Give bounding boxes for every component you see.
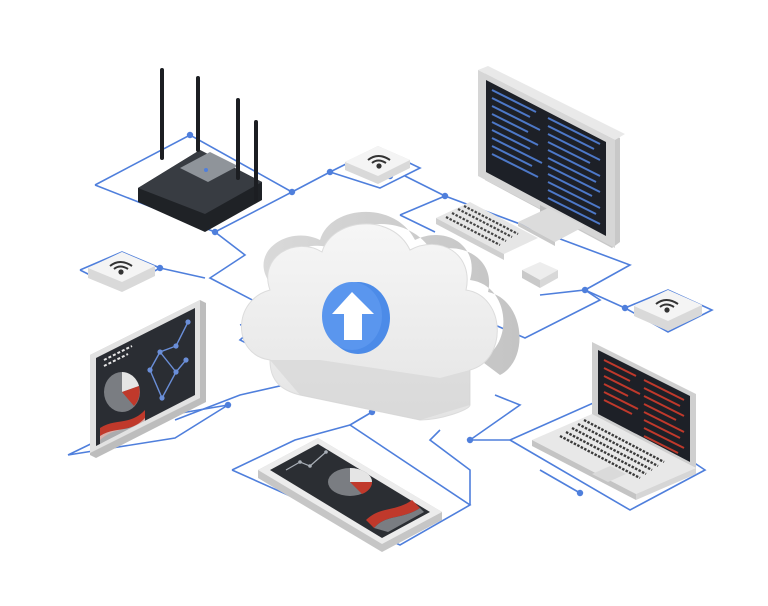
connector-laptop-bottom xyxy=(539,469,581,494)
router-led xyxy=(204,168,208,172)
tablet-pie-chart xyxy=(104,372,140,412)
connector-wifi-top-to-monitor xyxy=(404,175,446,197)
wifi-tile-top xyxy=(345,146,410,184)
monitor-code-lines xyxy=(491,89,601,225)
connector-dot xyxy=(441,192,449,200)
keyboard-keys xyxy=(445,205,519,246)
laptop-keyboard xyxy=(559,418,665,480)
smartphone-line-graph xyxy=(285,451,327,471)
router-antennas xyxy=(160,68,258,202)
connector-wifi-left-to-cloud xyxy=(159,267,206,279)
connector-cloud-right xyxy=(469,394,522,441)
connector-dot xyxy=(581,286,589,294)
smartphone-device xyxy=(258,438,442,552)
wifi-tile-right xyxy=(634,290,702,331)
wifi-icon xyxy=(367,155,391,169)
connector-dot xyxy=(224,401,232,409)
smartphone-area-chart xyxy=(366,500,420,528)
laptop-code-lines xyxy=(603,359,685,454)
wifi-icon xyxy=(109,261,133,275)
laptop-trackpad xyxy=(592,466,626,482)
wifi-icon xyxy=(655,299,679,313)
connector-phone-right xyxy=(428,429,471,505)
connector-dot xyxy=(576,489,584,497)
connector-router-to-cloud xyxy=(208,231,263,306)
connector-phone-to-cloud xyxy=(349,411,373,426)
connector-desktop-to-wifi xyxy=(584,289,626,309)
connector-router-to-wifi xyxy=(291,171,331,193)
connector-dot xyxy=(156,264,164,272)
tablet-menu-lines xyxy=(103,345,133,367)
cloud-bottom-face xyxy=(270,360,470,420)
wifi-tile-left xyxy=(88,252,155,292)
tablet-graph-nodes xyxy=(147,319,191,401)
router-top-panel xyxy=(180,152,238,182)
router-device xyxy=(138,68,262,232)
connector-dot xyxy=(621,304,629,312)
cloud-upload-icon xyxy=(332,292,374,340)
connector-dot xyxy=(326,168,334,176)
laptop-device xyxy=(532,342,696,500)
connector-dot xyxy=(466,436,474,444)
smartphone-pie-chart xyxy=(328,468,373,496)
connector-dot xyxy=(211,228,219,236)
tablet-device xyxy=(90,300,206,458)
cloud-node xyxy=(241,211,520,421)
laptop-screen xyxy=(598,350,690,462)
desktop-monitor xyxy=(478,66,625,248)
connector-desktop-to-cloud xyxy=(399,214,436,233)
keyboard-device xyxy=(436,202,538,260)
connector-laptop xyxy=(509,399,707,511)
connector-dot xyxy=(288,188,296,196)
mouse-device xyxy=(522,262,558,288)
connector-dot xyxy=(186,131,194,139)
cloud-side xyxy=(263,211,520,375)
